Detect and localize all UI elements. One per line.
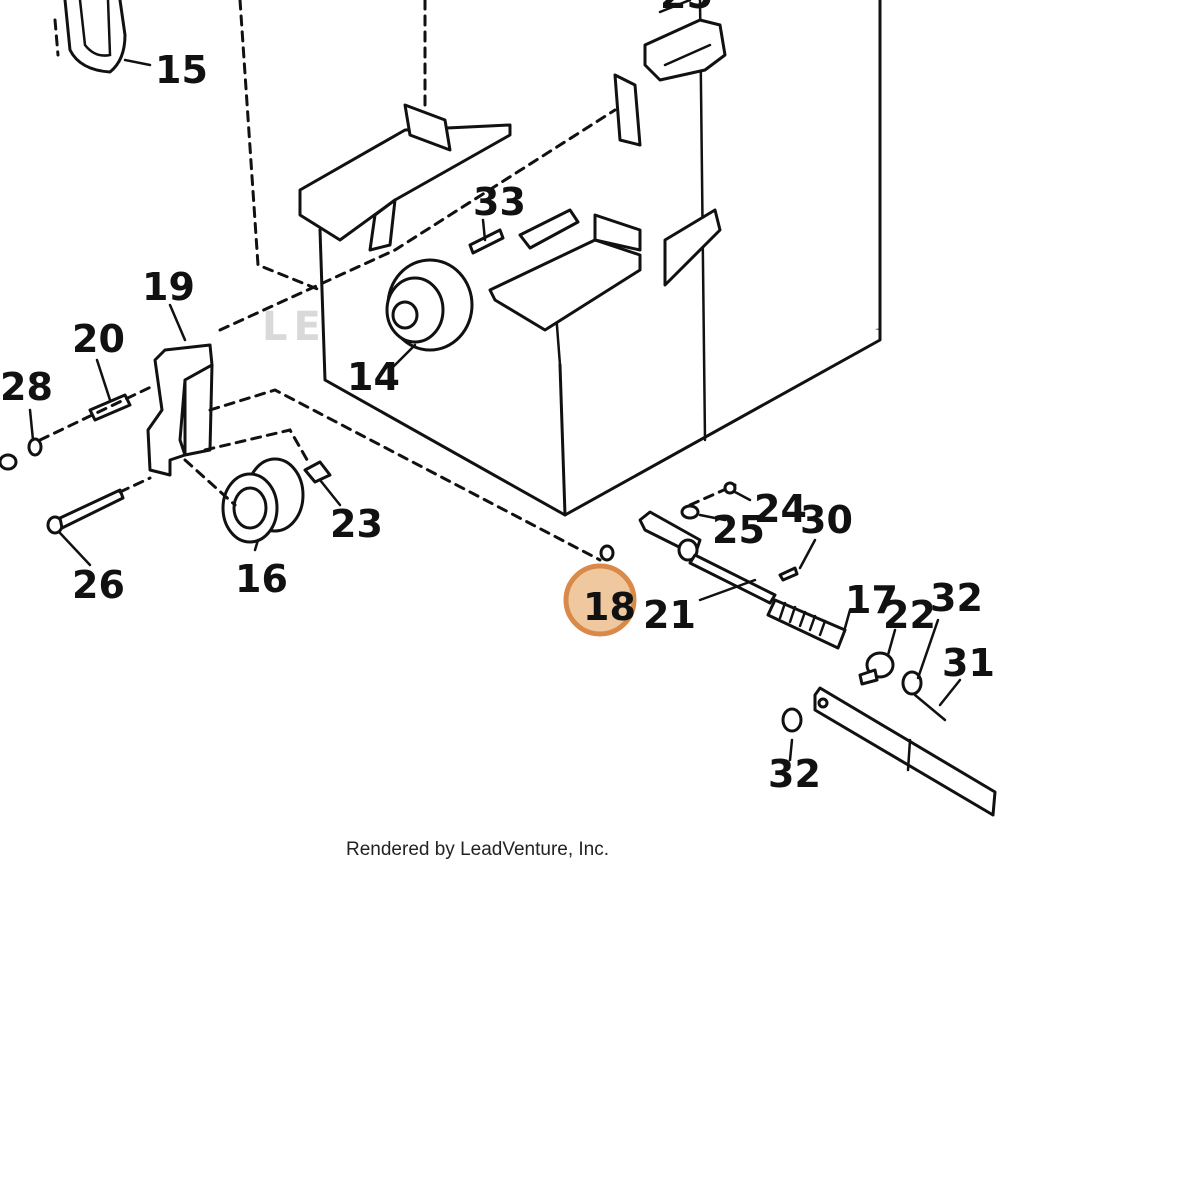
- washer-25: [680, 504, 700, 520]
- callout-26[interactable]: 26: [72, 563, 125, 607]
- spring-17: [766, 598, 847, 650]
- leader-lines: [28, 0, 962, 762]
- strap-15-dashed: [53, 18, 60, 57]
- callout-16[interactable]: 16: [235, 557, 288, 601]
- dashed-line-bolt-left: [38, 383, 157, 442]
- top-pad-right: [488, 208, 722, 332]
- top-pad-left: [298, 103, 512, 252]
- nut-18: [599, 544, 615, 562]
- pin-30: [778, 566, 799, 582]
- strap-15: [63, 0, 127, 74]
- callout-30[interactable]: 30: [800, 498, 853, 542]
- dashed-line-bolt-26: [118, 476, 152, 494]
- callout-21[interactable]: 21: [643, 593, 696, 637]
- callout-17[interactable]: 17: [845, 578, 898, 622]
- wheel-16: [221, 457, 305, 544]
- callout-18[interactable]: 18: [583, 585, 636, 629]
- callout-32-lower[interactable]: 32: [768, 752, 821, 796]
- credit-text: Rendered by LeadVenture, Inc.: [346, 839, 609, 860]
- bushing-23: [303, 460, 332, 484]
- callout-22[interactable]: 22: [883, 593, 936, 637]
- washer-32-lower: [781, 707, 803, 733]
- dashed-line-wheel-top: [208, 388, 602, 562]
- lever-arm: [813, 686, 997, 817]
- callout-14[interactable]: 14: [347, 355, 400, 399]
- callout-20[interactable]: 20: [72, 317, 125, 361]
- knob-22: [858, 651, 895, 686]
- callout-25-top[interactable]: 25: [660, 0, 713, 17]
- bolt-26: [46, 488, 125, 535]
- callout-15[interactable]: 15: [155, 48, 208, 92]
- strap-15-inner: [78, 0, 112, 57]
- pin-31: [913, 693, 947, 722]
- callout-32-upper[interactable]: 32: [930, 576, 983, 620]
- bracket-29-slot: [663, 43, 712, 67]
- pin-24: [723, 481, 737, 495]
- callout-23[interactable]: 23: [330, 502, 383, 546]
- roller-pin: [518, 208, 580, 250]
- housing-dashed-outline: [238, 0, 322, 292]
- dashed-line-wheel: [183, 458, 237, 507]
- bracket-19: [146, 343, 214, 477]
- callout-33[interactable]: 33: [473, 180, 526, 224]
- callout-28[interactable]: 28: [0, 365, 53, 409]
- highlight-ring-18[interactable]: [563, 563, 637, 637]
- pulley-14: [385, 258, 474, 352]
- callout-24[interactable]: 24: [754, 487, 807, 531]
- callout-31[interactable]: 31: [942, 641, 995, 685]
- nut-28: [0, 437, 43, 471]
- callout-25[interactable]: 25: [712, 508, 765, 552]
- mount-tab: [613, 73, 642, 147]
- dashed-line-wheel-23: [203, 428, 312, 467]
- washer-32-upper: [901, 670, 923, 696]
- callout-19[interactable]: 19: [142, 265, 195, 309]
- dashed-line-bracket-to-housing: [218, 108, 617, 332]
- spring-pin-33: [468, 228, 505, 255]
